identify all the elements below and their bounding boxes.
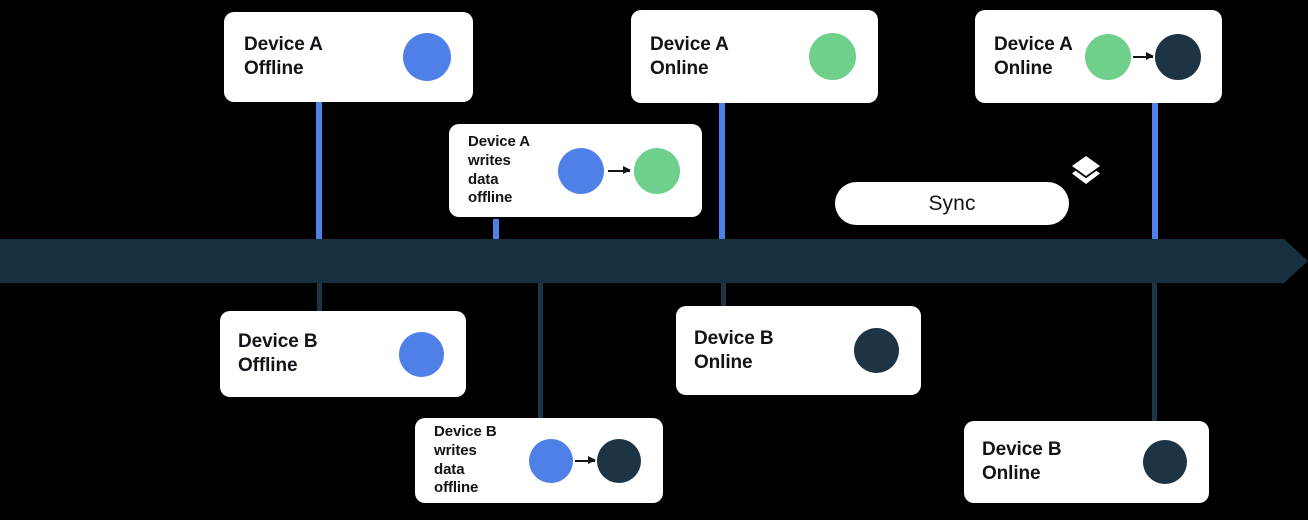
- transition-arrow-icon: [1133, 52, 1154, 60]
- card-device-b-writes-data-offline[interactable]: Device B writes data offline: [415, 418, 663, 503]
- status-dot-navy: [1143, 440, 1187, 484]
- card-device-a-online-sync[interactable]: Device A Online: [975, 10, 1222, 103]
- status-dot-blue: [399, 331, 444, 377]
- card-device-b-offline[interactable]: Device B Offline: [220, 311, 466, 397]
- status-dot-navy: [1155, 33, 1201, 80]
- card-label: Device B Online: [982, 439, 1062, 484]
- connector-device-a-online: [719, 98, 725, 243]
- connector-device-a-online-sync: [1152, 98, 1158, 243]
- layers-icon: [1072, 156, 1100, 184]
- status-dots: [1085, 33, 1201, 80]
- card-device-b-online-sync[interactable]: Device B Online: [964, 421, 1209, 503]
- connector-device-a-offline: [316, 98, 322, 243]
- status-dot-blue: [558, 147, 604, 194]
- status-dot-green: [1085, 33, 1131, 80]
- status-dot-navy: [597, 438, 641, 483]
- connector-device-b-online: [721, 280, 726, 306]
- connector-device-b-online-sync: [1152, 280, 1157, 422]
- connector-device-b-offline: [317, 280, 322, 312]
- status-dots: [399, 331, 444, 377]
- connector-device-a-writes-offline: [493, 219, 499, 243]
- status-dots: [809, 33, 856, 80]
- status-dot-green: [809, 33, 856, 80]
- card-label: Device B Offline: [238, 331, 318, 376]
- sync-pill[interactable]: Sync: [835, 182, 1069, 225]
- status-dot-green: [634, 147, 680, 194]
- timeline-bar: [0, 239, 1285, 283]
- card-device-b-online[interactable]: Device B Online: [676, 306, 921, 395]
- status-dots: [558, 147, 680, 194]
- transition-arrow-icon: [575, 456, 596, 464]
- status-dot-blue: [529, 438, 573, 483]
- sync-label: Sync: [928, 191, 976, 215]
- connector-device-b-writes-offline: [538, 280, 543, 420]
- card-label: Device A Online: [650, 33, 729, 79]
- status-dots: [1143, 440, 1187, 484]
- status-dot-navy: [854, 328, 899, 373]
- card-device-a-online[interactable]: Device A Online: [631, 10, 878, 103]
- card-device-a-writes-data-offline[interactable]: Device A writes data offline: [449, 124, 702, 217]
- status-dots: [529, 438, 641, 483]
- card-label: Device A Offline: [244, 34, 323, 79]
- status-dot-blue: [403, 33, 451, 81]
- status-dots: [403, 33, 451, 81]
- card-label: Device B Online: [694, 327, 774, 373]
- card-label: Device B writes data offline: [434, 422, 497, 497]
- transition-arrow-icon: [608, 166, 631, 174]
- card-device-a-offline[interactable]: Device A Offline: [224, 12, 473, 102]
- card-label: Device A Online: [994, 33, 1073, 79]
- status-dots: [854, 328, 899, 373]
- card-label: Device A writes data offline: [468, 132, 531, 207]
- timeline-arrow-head: [1284, 239, 1308, 283]
